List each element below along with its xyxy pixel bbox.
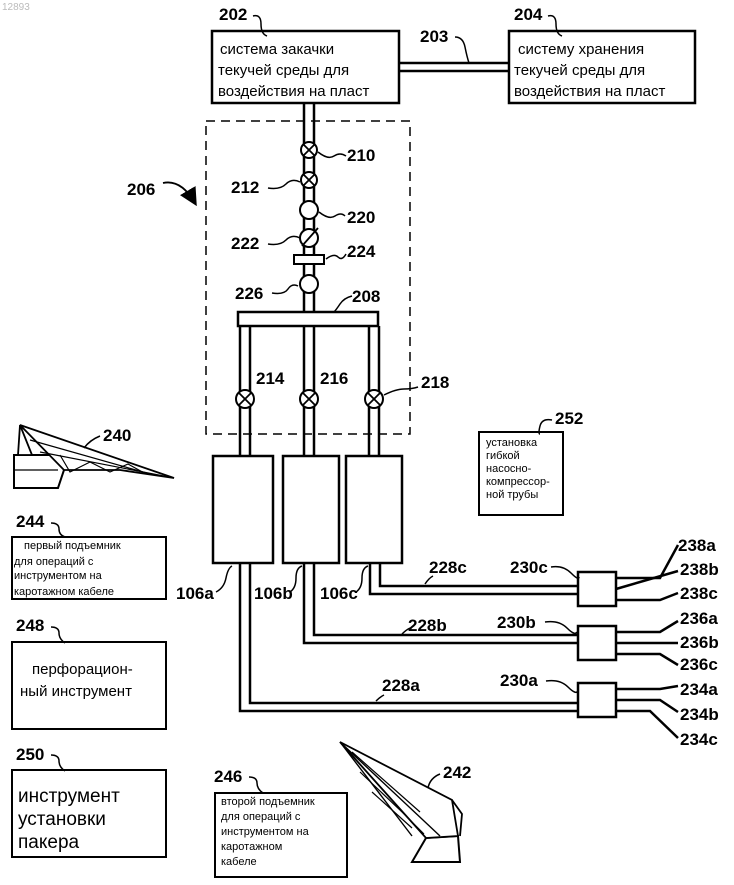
second-hoist-line-2: для операций с — [221, 811, 301, 823]
component-220 — [300, 201, 318, 219]
first-hoist-line-3: инструментом на — [14, 570, 103, 582]
perforating-tool-line-2: ный инструмент — [20, 683, 132, 700]
first-hoist-line-4: каротажном кабеле — [14, 586, 114, 598]
second-hoist-line-1: второй подъемник — [221, 796, 315, 808]
storage-system-line-3: воздействия на пласт — [514, 83, 666, 100]
valve-214 — [236, 390, 254, 408]
ref-238a: 238a — [678, 536, 716, 555]
coiled-tubing-line-3: насосно- — [486, 463, 532, 475]
first-hoist-line-2: для операций с — [14, 556, 94, 568]
injection-system-line-3: воздействия на пласт — [218, 83, 370, 100]
ref-236c: 236c — [680, 655, 718, 674]
storage-system-line-1: систему хранения — [518, 41, 644, 58]
ref-106a: 106a — [176, 584, 214, 603]
ref-248: 248 — [16, 616, 44, 635]
ref-236a: 236a — [680, 609, 718, 628]
ref-242: 242 — [443, 763, 471, 782]
coiled-tubing-line-4: компрессор- — [486, 476, 550, 488]
ref-228b: 228b — [408, 616, 447, 635]
tank-106a — [213, 456, 273, 563]
ref-236b: 236b — [680, 633, 719, 652]
ref-106c: 106c — [320, 584, 358, 603]
ref-203: 203 — [420, 27, 448, 46]
ref-240: 240 — [103, 426, 131, 445]
ref-222: 222 — [231, 234, 259, 253]
ref-246: 246 — [214, 767, 242, 786]
junction-230c — [578, 572, 616, 606]
tank-106b — [283, 456, 339, 563]
coiled-tubing-box: установка гибкой насосно- компрессор- но… — [479, 432, 563, 515]
flange-224 — [294, 255, 324, 264]
crane-242-icon — [340, 742, 462, 862]
second-hoist-line-5: кабеле — [221, 856, 257, 868]
injection-system-box: система закачки текучей среды для воздей… — [212, 31, 399, 103]
ref-220: 220 — [347, 208, 375, 227]
packer-tool-box: инструмент установки пакера — [12, 770, 166, 857]
first-hoist-line-1: первый подъемник — [24, 540, 121, 552]
injection-system-line-2: текучей среды для — [218, 62, 349, 79]
watermark-text: 12893 — [2, 2, 30, 13]
packer-tool-line-1: инструмент — [18, 786, 120, 807]
ref-250: 250 — [16, 745, 44, 764]
ref-212: 212 — [231, 178, 259, 197]
second-hoist-line-3: инструментом на — [221, 826, 310, 838]
ref-230c: 230c — [510, 558, 548, 577]
second-hoist-line-4: каротажном — [221, 841, 282, 853]
valve-210 — [301, 142, 317, 158]
coiled-tubing-line-1: установка — [486, 437, 538, 449]
ref-234c: 234c — [680, 730, 718, 749]
ref-238c: 238c — [680, 584, 718, 603]
ref-234b: 234b — [680, 705, 719, 724]
perforating-tool-line-1: перфорацион- — [32, 661, 133, 678]
ref-218: 218 — [421, 373, 449, 392]
check-valve-222 — [300, 228, 318, 247]
ref-202: 202 — [219, 5, 247, 24]
storage-system-line-2: текучей среды для — [514, 62, 645, 79]
first-hoist-box: первый подъемник для операций с инструме… — [12, 537, 166, 599]
ref-244: 244 — [16, 512, 45, 531]
ref-208: 208 — [352, 287, 380, 306]
junction-230b — [578, 626, 616, 660]
packer-tool-line-2: установки — [18, 809, 106, 830]
packer-tool-line-3: пакера — [18, 832, 80, 853]
manifold-header-208 — [238, 312, 378, 326]
injection-system-line-1: система закачки — [220, 41, 334, 58]
ref-226: 226 — [235, 284, 263, 303]
ref-204: 204 — [514, 5, 543, 24]
ref-224: 224 — [347, 242, 376, 261]
ref-234a: 234a — [680, 680, 718, 699]
coiled-tubing-line-5: ной трубы — [486, 489, 538, 501]
ref-214: 214 — [256, 369, 285, 388]
ref-252: 252 — [555, 409, 583, 428]
valve-218 — [365, 390, 383, 408]
ref-106b: 106b — [254, 584, 293, 603]
second-hoist-box: второй подъемник для операций с инструме… — [215, 793, 347, 877]
ref-206: 206 — [127, 180, 155, 199]
ref-230a: 230a — [500, 671, 538, 690]
ref-230b: 230b — [497, 613, 536, 632]
coiled-tubing-line-2: гибкой — [486, 450, 520, 462]
valve-216 — [300, 390, 318, 408]
valve-212 — [301, 172, 317, 188]
ref-228c: 228c — [429, 558, 467, 577]
wireline-truck-240-icon — [14, 425, 174, 488]
ref-238b: 238b — [680, 560, 719, 579]
perforating-tool-box: перфорацион- ный инструмент — [12, 642, 166, 729]
tank-106c — [346, 456, 402, 563]
storage-system-box: систему хранения текучей среды для возде… — [509, 31, 695, 103]
ref-216: 216 — [320, 369, 348, 388]
component-226 — [300, 275, 318, 293]
ref-210: 210 — [347, 146, 375, 165]
ref-228a: 228a — [382, 676, 420, 695]
junction-230a — [578, 683, 616, 717]
